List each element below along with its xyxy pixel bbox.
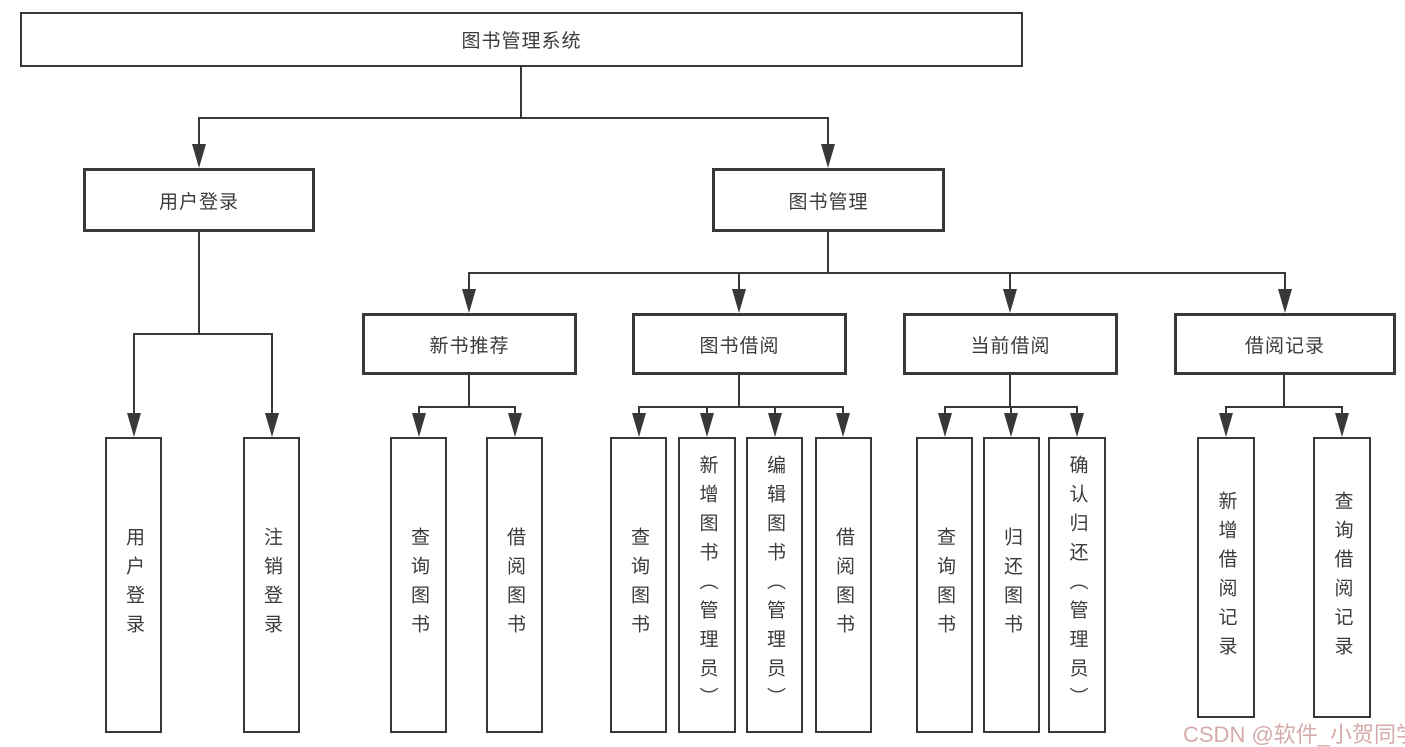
connector-line [198, 117, 829, 119]
connector-line [1225, 406, 1343, 408]
node-query-borrow-record: 查询借阅记录 [1313, 437, 1371, 718]
connector-line [738, 272, 740, 302]
connector-line [1283, 375, 1285, 406]
arrow-down-icon [1335, 413, 1349, 437]
node-label: 用户登录 [123, 527, 144, 643]
arrow-down-icon [732, 289, 746, 313]
arrow-down-icon [462, 289, 476, 313]
arrow-down-icon [1219, 413, 1233, 437]
node-label: 用户登录 [158, 191, 239, 213]
connector-line [133, 333, 135, 425]
connector-line [271, 333, 273, 425]
node-label: 新增图书（管理员） [696, 454, 718, 716]
node-borrow-books-borrowing: 借阅图书 [815, 437, 872, 733]
node-query-books-current: 查询图书 [916, 437, 973, 733]
node-logout: 注销登录 [243, 437, 300, 733]
node-label: 借阅图书 [504, 527, 525, 643]
node-label: 新书推荐 [429, 335, 510, 357]
node-label: 查询图书 [408, 527, 429, 643]
node-library-system: 图书管理系统 [20, 12, 1023, 67]
arrow-down-icon [768, 413, 782, 437]
connector-line [638, 406, 844, 408]
node-label: 查询图书 [934, 527, 955, 643]
node-label: 确认归还（管理员） [1066, 454, 1088, 716]
node-current-borrowing: 当前借阅 [903, 313, 1118, 375]
connector-line [133, 333, 273, 335]
arrow-down-icon [192, 144, 206, 168]
arrow-down-icon [938, 413, 952, 437]
node-label: 借阅图书 [833, 527, 854, 643]
connector-line [468, 272, 470, 302]
node-label: 注销登录 [261, 527, 282, 643]
node-add-borrow-record: 新增借阅记录 [1197, 437, 1255, 718]
node-label: 图书管理 [788, 191, 869, 213]
node-label: 新增借阅记录 [1215, 490, 1237, 665]
node-confirm-return-admin: 确认归还（管理员） [1048, 437, 1106, 733]
node-label: 查询图书 [628, 527, 649, 643]
arrow-down-icon [508, 413, 522, 437]
arrow-down-icon [1004, 413, 1018, 437]
connector-line [827, 117, 829, 162]
arrow-down-icon [127, 413, 141, 437]
node-label: 查询借阅记录 [1331, 490, 1353, 665]
arrow-down-icon [821, 144, 835, 168]
node-label: 图书借阅 [699, 335, 780, 357]
node-borrow-books-recommend: 借阅图书 [486, 437, 543, 733]
node-user-login: 用户登录 [83, 168, 315, 232]
connector-line [738, 375, 740, 406]
node-new-book-recommend: 新书推荐 [362, 313, 577, 375]
node-return-books: 归还图书 [983, 437, 1040, 733]
connector-line [827, 232, 829, 272]
connector-line [198, 117, 200, 162]
node-label: 借阅记录 [1244, 335, 1325, 357]
node-add-books-admin: 新增图书（管理员） [678, 437, 736, 733]
arrow-down-icon [632, 413, 646, 437]
connector-line [1009, 375, 1011, 406]
connector-line [198, 232, 200, 333]
node-borrowing-records: 借阅记录 [1174, 313, 1396, 375]
node-book-management: 图书管理 [712, 168, 945, 232]
arrow-down-icon [265, 413, 279, 437]
arrow-down-icon [700, 413, 714, 437]
connector-line [1009, 272, 1011, 302]
node-label: 当前借阅 [970, 335, 1051, 357]
connector-line [468, 272, 1286, 274]
node-query-books-borrowing: 查询图书 [610, 437, 667, 733]
node-book-borrowing: 图书借阅 [632, 313, 847, 375]
node-label: 图书管理系统 [461, 31, 582, 52]
csdn-watermark: CSDN @软件_小贺同学 [1183, 722, 1405, 747]
connector-line [1284, 272, 1286, 302]
connector-line [520, 67, 522, 118]
node-user-login-leaf: 用户登录 [105, 437, 162, 733]
arrow-down-icon [412, 413, 426, 437]
node-label: 归还图书 [1001, 527, 1022, 643]
connector-line [468, 375, 470, 406]
arrow-down-icon [836, 413, 850, 437]
arrow-down-icon [1003, 289, 1017, 313]
connector-line [418, 406, 516, 408]
node-label: 编辑图书（管理员） [764, 454, 785, 716]
node-edit-books-admin: 编辑图书（管理员） [746, 437, 803, 733]
arrow-down-icon [1278, 289, 1292, 313]
arrow-down-icon [1070, 413, 1084, 437]
node-query-books-recommend: 查询图书 [390, 437, 447, 733]
